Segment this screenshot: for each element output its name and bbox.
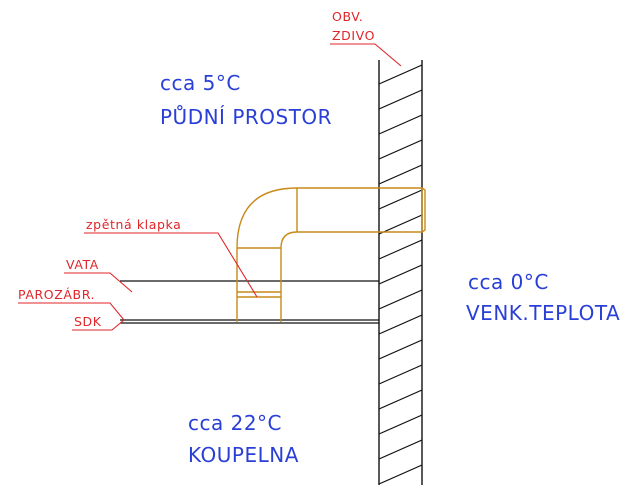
wall-hatching <box>379 40 422 485</box>
vapor-barrier-callout: PAROZÁBR. <box>18 287 95 302</box>
wall-hatch-line <box>379 364 422 385</box>
wall-hatch-line <box>379 464 422 485</box>
duct-elbow-outline <box>236 187 426 322</box>
bathroom-temperature: cca 22°C <box>188 411 282 435</box>
ventilation-duct <box>236 187 426 322</box>
damper-leader <box>84 232 258 298</box>
wall-hatch-line <box>379 314 422 335</box>
wall-hatch-line <box>379 414 422 435</box>
wall-hatch-line <box>379 89 422 110</box>
wall-hatch-line <box>379 439 422 460</box>
wall-hatch-line <box>379 239 422 260</box>
bathroom-label: KOUPELNA <box>188 443 299 467</box>
damper-callout: zpětná klapka <box>86 217 181 232</box>
attic-label: PŮDNÍ PROSTOR <box>160 105 332 129</box>
wall-hatch-line <box>379 164 422 185</box>
drywall-callout: SDK <box>74 314 102 329</box>
wall-callout-line2: ZDIVO <box>332 28 375 43</box>
leader-lines <box>18 43 402 331</box>
outside-label: VENK.TEPLOTA <box>466 301 620 325</box>
insulation-callout: VATA <box>66 257 99 272</box>
vapor-barrier-leader <box>18 302 125 321</box>
insulation-leader <box>64 272 133 293</box>
wall-leader <box>330 43 402 67</box>
wall-hatch-line <box>379 189 422 210</box>
wall-hatch-line <box>379 339 422 360</box>
wall-hatch-line <box>379 40 422 59</box>
wall-hatch-line <box>379 214 422 235</box>
wall-hatch-line <box>379 139 422 160</box>
exterior-wall <box>378 40 423 485</box>
wall-hatch-line <box>379 114 422 135</box>
wall-callout-line1: OBV. <box>332 9 363 24</box>
wall-hatch-line <box>379 64 422 85</box>
wall-hatch-line <box>379 389 422 410</box>
wall-hatch-line <box>379 264 422 285</box>
drywall-leader <box>72 319 125 331</box>
wall-hatch-line <box>379 289 422 310</box>
outside-temperature: cca 0°C <box>468 270 549 294</box>
ceiling-layers <box>120 280 379 324</box>
attic-temperature: cca 5°C <box>160 71 241 95</box>
